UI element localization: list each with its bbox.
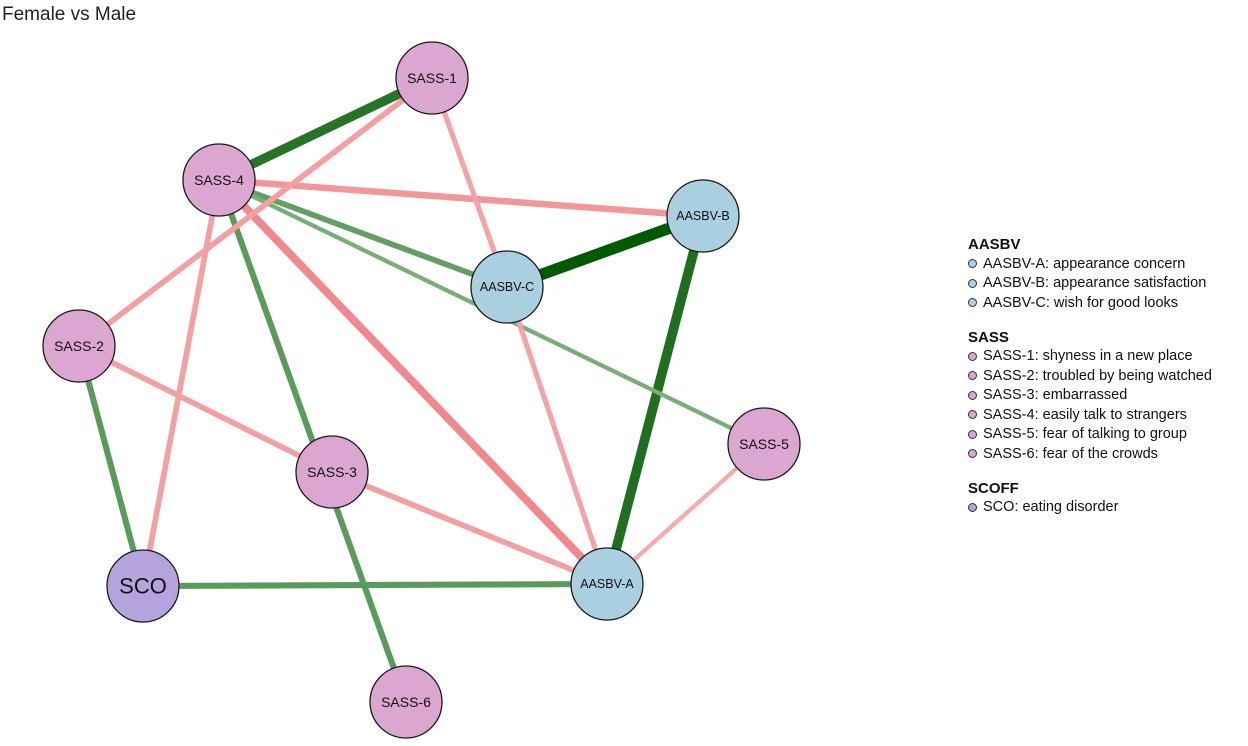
- node-circle: [182, 143, 256, 217]
- edge-sass-4-sass-1: [216, 73, 435, 185]
- legend-group-title: SASS: [968, 328, 1009, 346]
- node-aasbv-b: AASBV-B: [666, 179, 740, 253]
- node-aasbv-c: AASBV-C: [470, 250, 544, 324]
- edge-sass-1-sass-2: [77, 75, 434, 349]
- legend-item-label: SASS-1: shyness in a new place: [983, 348, 1193, 365]
- legend-item: AASBV-A: appearance concern: [968, 254, 1212, 274]
- edge-sass-1-aasbv-c: [429, 77, 510, 288]
- legend-item: SASS-4: easily talk to strangers: [968, 405, 1212, 425]
- legend-item-label: SASS-4: easily talk to strangers: [983, 406, 1187, 423]
- node-circle: [369, 665, 443, 739]
- edge-aasbv-b-aasbv-a: [602, 214, 708, 586]
- node-circle: [727, 407, 801, 481]
- legend-item: SASS-3: embarrassed: [968, 386, 1212, 406]
- node-label: SASS-6: [381, 694, 431, 710]
- legend-item: SASS-6: fear of the crowds: [968, 444, 1212, 464]
- node-label: SASS-3: [307, 464, 357, 480]
- legend-item-label: AASBV-C: wish for good looks: [983, 294, 1179, 311]
- node-sass-3: SASS-3: [295, 435, 369, 509]
- legend-group-title: SCOFF: [968, 479, 1019, 497]
- node-label: SASS-2: [54, 338, 104, 354]
- legend-dot-icon: [968, 390, 977, 400]
- edge-sass-4-aasbv-c: [218, 177, 508, 290]
- node-aasbv-a: AASBV-A: [570, 547, 644, 621]
- node-sass-2: SASS-2: [42, 309, 116, 383]
- node-sass-5: SASS-5: [727, 407, 801, 481]
- node-circle: [295, 435, 369, 509]
- edges-layer: [76, 73, 766, 704]
- legend-dot-icon: [968, 351, 977, 361]
- node-circle: [42, 309, 116, 383]
- legend-item: SASS-2: troubled by being watched: [968, 366, 1212, 386]
- legend-item-label: SASS-2: troubled by being watched: [983, 367, 1212, 384]
- legend-dot-icon: [968, 449, 977, 459]
- legend-item-label: SASS-6: fear of the crowds: [983, 445, 1158, 462]
- edge-sass-2-sass-3: [77, 343, 334, 475]
- legend-item: AASBV-C: wish for good looks: [968, 293, 1212, 313]
- legend-dot-icon: [968, 410, 977, 420]
- legend-dot-icon: [968, 259, 977, 269]
- edge-aasbv-c-aasbv-a: [504, 286, 610, 585]
- legend-dot-icon: [968, 298, 977, 308]
- legend-item: AASBV-B: appearance satisfaction: [968, 274, 1212, 294]
- legend-item: SASS-5: fear of talking to group: [968, 425, 1212, 445]
- legend-dot-icon: [968, 502, 977, 512]
- node-sass-1: SASS-1: [395, 41, 469, 115]
- legend-item-label: AASBV-A: appearance concern: [983, 255, 1186, 272]
- node-circle: [106, 549, 180, 623]
- edge-sass-2-sco: [76, 345, 146, 587]
- node-circle: [470, 250, 544, 324]
- legend-item-label: SCO: eating disorder: [983, 499, 1119, 516]
- node-sass-4: SASS-4: [182, 143, 256, 217]
- node-sass-6: SASS-6: [369, 665, 443, 739]
- node-label: SASS-4: [194, 172, 244, 188]
- legend-item-label: AASBV-B: appearance satisfaction: [983, 275, 1207, 292]
- legend-dot-icon: [968, 429, 977, 439]
- legend-dot-icon: [968, 371, 977, 381]
- edge-sass-4-aasbv-a: [216, 177, 610, 587]
- node-sco: SCO: [106, 549, 180, 623]
- legend-group-scoff: SCOFF SCO: eating disorder: [968, 480, 1212, 518]
- node-label: AASBV-A: [580, 577, 634, 591]
- legend-item-label: SASS-3: embarrassed: [983, 387, 1128, 404]
- edge-sass-3-aasbv-a: [330, 469, 609, 587]
- legend-item: SCO: eating disorder: [968, 498, 1212, 518]
- legend-item-label: SASS-5: fear of talking to group: [983, 426, 1187, 443]
- legend-dot-icon: [968, 278, 977, 288]
- node-label: SASS-5: [739, 436, 789, 452]
- node-label: AASBV-B: [676, 209, 730, 223]
- node-circle: [570, 547, 644, 621]
- node-label: AASBV-C: [480, 280, 534, 294]
- node-label: SASS-1: [407, 70, 457, 86]
- legend-item: SASS-1: shyness in a new place: [968, 347, 1212, 367]
- diagram-title: Female vs Male: [2, 4, 137, 25]
- node-circle: [395, 41, 469, 115]
- edge-sco-aasbv-a: [142, 580, 608, 590]
- edge-sass-4-aasbv-b: [218, 176, 704, 220]
- node-circle: [666, 179, 740, 253]
- legend-group-title: AASBV: [968, 236, 1021, 253]
- node-label: SCO: [119, 574, 167, 599]
